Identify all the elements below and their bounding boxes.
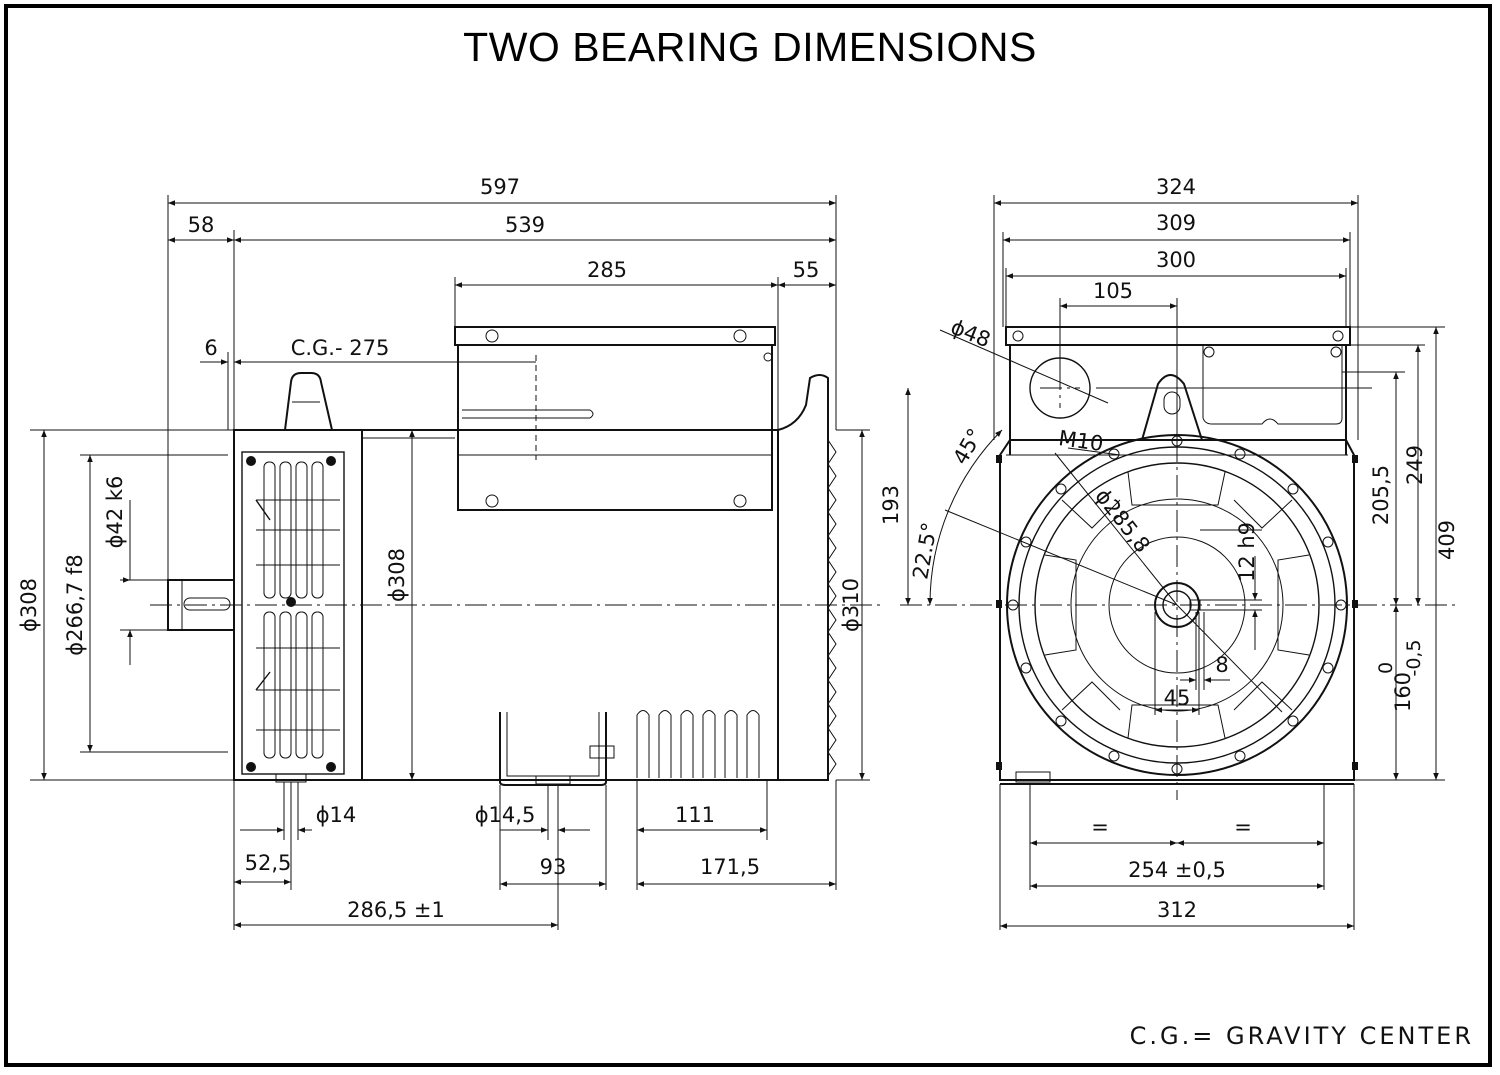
dim-terminal-box-length: 285 <box>587 258 627 282</box>
dim-93: 93 <box>540 855 567 879</box>
dim-shaft-height-tol-upper: 0 <box>1375 662 1397 674</box>
end-key-detail <box>1154 529 1262 715</box>
terminal-box <box>454 326 776 511</box>
dim-body-length: 539 <box>505 213 545 237</box>
dim-cg: C.G.- 275 <box>291 336 390 360</box>
drawing-title: TWO BEARING DIMENSIONS <box>463 24 1037 70</box>
dim-205-5: 205,5 <box>1369 465 1393 525</box>
drive-end-bracket <box>233 372 363 783</box>
drive-end-vents-upper <box>256 461 340 599</box>
dim-shaft-height-nominal: 160 <box>1391 672 1415 712</box>
shaft <box>150 579 880 631</box>
side-view: 597 58 539 285 55 6 C.G.- 275 ϕ308 ϕ266,… <box>17 175 880 930</box>
body-vent-slots <box>636 710 760 778</box>
dim-overall-length: 597 <box>480 175 520 199</box>
dim-rear-dia: ϕ310 <box>839 578 863 632</box>
end-extension-lines <box>993 195 1445 930</box>
footer-note: C.G.= GRAVITY CENTER <box>1129 1022 1474 1050</box>
dim-key-depth: 8 <box>1215 653 1228 677</box>
dim-spigot-dia: ϕ266,7 f8 <box>63 554 87 655</box>
dim-193: 193 <box>879 485 903 525</box>
dim-111: 111 <box>675 803 715 827</box>
dim-105: 105 <box>1093 279 1133 303</box>
non-drive-end <box>777 374 837 781</box>
dim-cable-hole: ϕ48 <box>947 315 994 352</box>
dim-flange-dia: ϕ308 <box>17 578 41 632</box>
dim-249: 249 <box>1403 445 1427 485</box>
dim-key-width: 12 h9 <box>1235 522 1259 582</box>
dim-foot-spacing: 254 ±0,5 <box>1128 858 1226 882</box>
dim-angle-45: 45° <box>948 424 987 468</box>
dim-shaft-height-tol-lower: -0,5 <box>1403 639 1425 676</box>
dim-300: 300 <box>1156 248 1196 272</box>
lifting-bracket <box>499 712 615 786</box>
dim-equal-right: = <box>1234 815 1252 839</box>
dim-shoulder: 6 <box>204 336 217 360</box>
end-view: 324 309 300 105 ϕ48 M10 ϕ285,8 45° 22.5°… <box>879 175 1460 930</box>
dim-171-5: 171,5 <box>700 855 760 879</box>
dim-shaft-dia: ϕ42 k6 <box>103 476 127 549</box>
end-dimension-lines <box>905 200 1439 929</box>
drawing-frame <box>4 4 1492 1067</box>
dim-hole-dia-14-5: ϕ14,5 <box>475 803 536 827</box>
dim-409: 409 <box>1435 520 1459 560</box>
dim-286-5: 286,5 ±1 <box>347 898 445 922</box>
dim-324: 324 <box>1156 175 1196 199</box>
dim-rear-overhang: 55 <box>793 258 820 282</box>
side-extension-lines <box>30 195 870 930</box>
dim-hole-dia-14: ϕ14 <box>316 803 357 827</box>
dim-52-5: 52,5 <box>245 851 292 875</box>
dim-shaft-extension: 58 <box>188 213 215 237</box>
dim-equal-left: = <box>1091 815 1109 839</box>
stator-body <box>361 429 779 786</box>
dim-45: 45 <box>1164 686 1191 710</box>
dim-angle-22-5: 22.5° <box>908 521 942 582</box>
dim-309: 309 <box>1156 211 1196 235</box>
dim-foot-width: 312 <box>1157 898 1197 922</box>
drive-end-vents-lower <box>256 611 340 759</box>
dim-frame-dia: ϕ308 <box>385 548 409 602</box>
end-terminal-box <box>1005 326 1351 455</box>
dim-thread: M10 <box>1057 426 1105 456</box>
end-angle-construction <box>927 329 1283 713</box>
side-dimension-lines <box>41 200 865 928</box>
